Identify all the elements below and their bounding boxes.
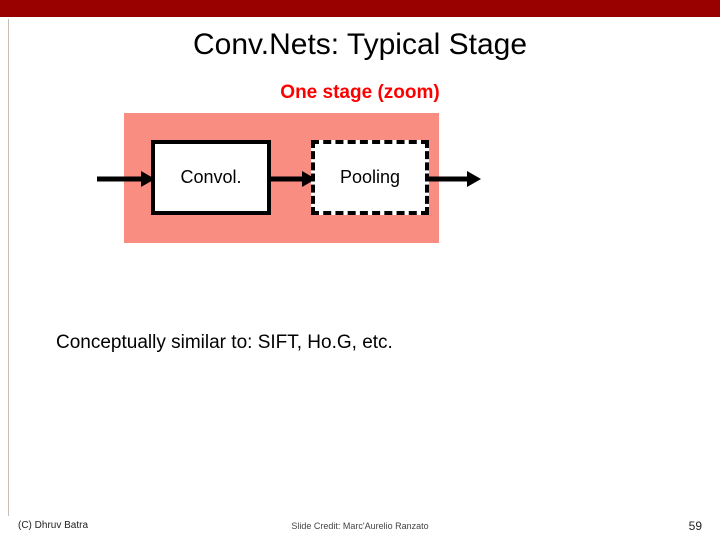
slide-number: 59 — [688, 519, 702, 533]
top-accent-bar-edge — [0, 17, 720, 19]
footer-author: (C) Dhruv Batra — [18, 520, 89, 531]
body-text: Conceptually similar to: SIFT, Ho.G, etc… — [56, 332, 393, 353]
footer-credit: Slide Credit: Marc'Aurelio Ranzato — [291, 521, 429, 531]
arrow-output-icon — [425, 170, 481, 188]
page-title: Conv.Nets: Typical Stage — [192, 28, 528, 61]
slide-subtitle: One stage (zoom) — [280, 82, 440, 103]
arrow-input-icon — [97, 170, 155, 188]
arrow-middle-icon — [268, 170, 316, 188]
pooling-label: Pooling — [339, 167, 401, 187]
pooling-box: Pooling — [311, 140, 429, 215]
convolution-label: Convol. — [180, 167, 242, 187]
left-vertical-rule — [8, 19, 9, 516]
convolution-box: Convol. — [151, 140, 271, 215]
top-accent-bar — [0, 0, 720, 17]
